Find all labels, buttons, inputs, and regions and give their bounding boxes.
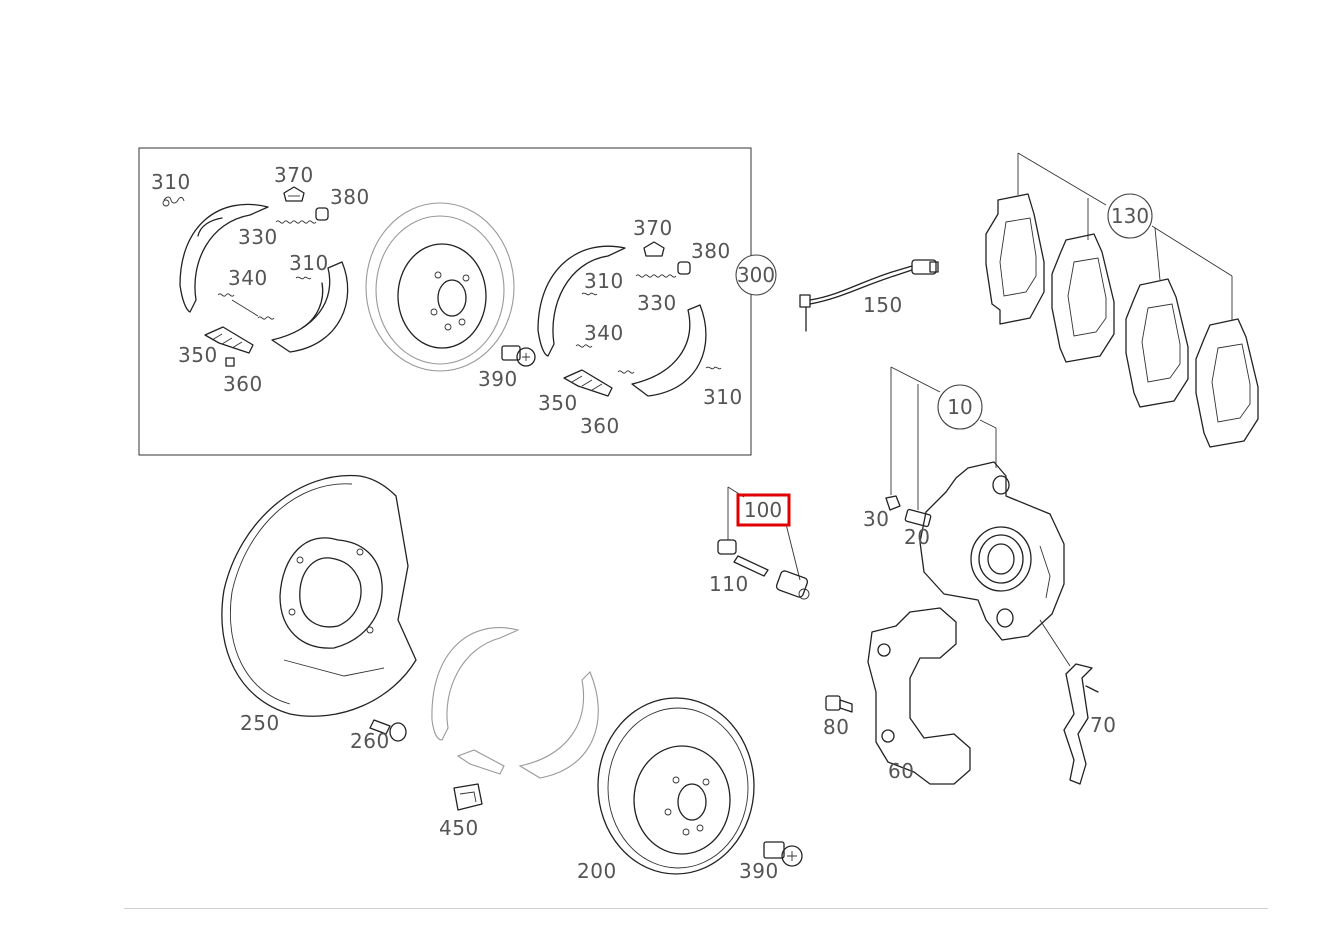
label-30[interactable]: 30 <box>863 507 889 531</box>
spring-340-right[interactable] <box>575 344 635 374</box>
spring-310-mid[interactable] <box>295 276 312 280</box>
spring-330-left[interactable] <box>275 220 317 224</box>
label-350[interactable]: 350 <box>538 391 578 415</box>
dust-shield-250[interactable] <box>221 474 417 717</box>
brake-disc-200[interactable] <box>597 697 755 875</box>
label-200[interactable]: 200 <box>577 859 617 883</box>
bolt-260[interactable] <box>369 719 407 742</box>
label-450[interactable]: 450 <box>439 816 479 840</box>
callout-300-ring[interactable] <box>735 254 777 296</box>
bolt-390-in-box[interactable] <box>501 345 536 367</box>
hold-down-cup-370-left[interactable] <box>283 186 305 202</box>
label-80[interactable]: 80 <box>823 715 849 739</box>
spring-clip-70[interactable] <box>1039 619 1099 785</box>
label-310[interactable]: 310 <box>703 385 743 409</box>
label-360[interactable]: 360 <box>223 372 263 396</box>
label-370[interactable]: 370 <box>633 216 673 240</box>
label-150[interactable]: 150 <box>863 293 903 317</box>
label-70[interactable]: 70 <box>1090 713 1116 737</box>
spring-310-right[interactable] <box>581 292 598 296</box>
label-340[interactable]: 340 <box>228 266 268 290</box>
label-370[interactable]: 370 <box>274 163 314 187</box>
label-310[interactable]: 310 <box>151 170 191 194</box>
footer-divider <box>124 908 1268 909</box>
labels: 310 370 380 330 310 340 350 360 370 380 … <box>151 163 1149 883</box>
label-390[interactable]: 390 <box>739 859 779 883</box>
hold-down-cup-370-right[interactable] <box>643 241 665 257</box>
label-380[interactable]: 380 <box>691 239 731 263</box>
label-20[interactable]: 20 <box>904 525 930 549</box>
label-330[interactable]: 330 <box>637 291 677 315</box>
label-310[interactable]: 310 <box>289 251 329 275</box>
brake-shoe-left[interactable] <box>179 203 349 353</box>
label-390[interactable]: 390 <box>478 367 518 391</box>
label-260[interactable]: 260 <box>350 729 390 753</box>
bolt-390-bottom[interactable] <box>763 841 803 867</box>
highlight-box-100[interactable] <box>736 493 791 527</box>
clip-450[interactable] <box>453 783 483 811</box>
adjuster-ghost[interactable] <box>456 749 505 775</box>
label-310[interactable]: 310 <box>584 269 624 293</box>
label-350[interactable]: 350 <box>178 343 218 367</box>
callout-10-label[interactable]: 10 <box>947 395 972 419</box>
parking-brake-kit-box <box>138 147 752 456</box>
callout-130-ring[interactable] <box>1107 193 1153 239</box>
pin-380-left[interactable] <box>315 207 329 221</box>
spring-330-right[interactable] <box>635 274 677 278</box>
callout-10-ring[interactable] <box>937 384 983 430</box>
guide-pin-kit-100[interactable] <box>717 486 810 600</box>
spring-310-bottom-right[interactable] <box>705 366 722 370</box>
label-330[interactable]: 330 <box>238 225 278 249</box>
brake-shoe-right[interactable] <box>537 245 707 397</box>
callout-100-label[interactable]: 100 <box>744 498 782 522</box>
caliper-carrier-60[interactable] <box>867 607 971 785</box>
callout-300-label[interactable]: 300 <box>737 263 775 287</box>
bolt-80[interactable] <box>825 695 853 713</box>
parking-shoe-ghost[interactable] <box>431 627 599 779</box>
label-380[interactable]: 380 <box>330 185 370 209</box>
wear-sensor-150[interactable] <box>799 259 939 332</box>
label-360[interactable]: 360 <box>580 414 620 438</box>
bleed-screw-20[interactable] <box>904 508 932 528</box>
adjuster-350-right[interactable] <box>563 369 613 397</box>
spring-310-left[interactable] <box>162 196 185 207</box>
label-340[interactable]: 340 <box>584 321 624 345</box>
brake-disc-in-box[interactable] <box>365 202 515 372</box>
label-250[interactable]: 250 <box>240 711 280 735</box>
label-110[interactable]: 110 <box>709 572 749 596</box>
callout-130-label[interactable]: 130 <box>1111 204 1149 228</box>
caliper-10[interactable] <box>890 366 1065 641</box>
brake-pads-130[interactable] <box>985 152 1259 448</box>
adjuster-350-left[interactable] <box>204 326 254 367</box>
bleed-cap-30[interactable] <box>885 495 901 511</box>
label-60[interactable]: 60 <box>888 759 914 783</box>
pin-380-right[interactable] <box>677 261 691 275</box>
spring-340-left[interactable] <box>217 293 275 320</box>
